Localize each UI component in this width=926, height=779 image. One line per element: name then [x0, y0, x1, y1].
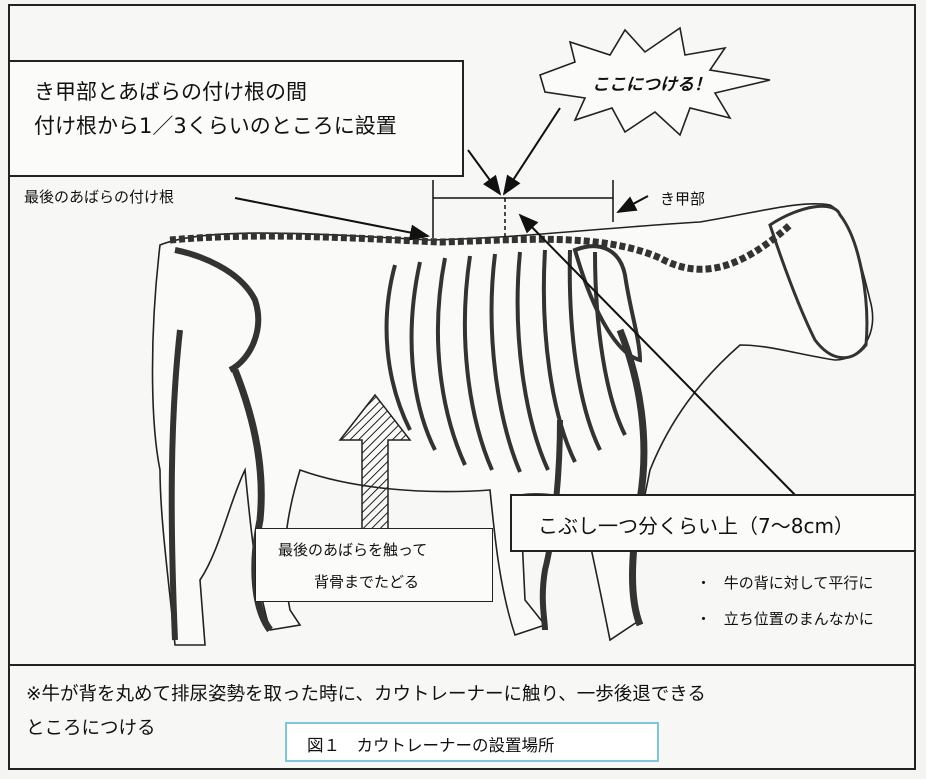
bullet-mark: ・ [696, 610, 711, 628]
instruction-line1: 最後のあばらを触って [278, 539, 427, 560]
label-withers: き甲部 [660, 188, 705, 209]
bullet-text: 牛の背に対して平行に [724, 574, 874, 592]
height-callout: こぶし一つ分くらい上（7～8cm） [510, 494, 916, 552]
figure-caption-box: 図１ カウトレーナーの設置場所 [285, 722, 659, 762]
placement-callout: き甲部とあばらの付け根の間 付け根から1／3くらいのところに設置 [8, 60, 464, 177]
instruction-line2: 背骨までたどる [314, 571, 419, 592]
arrow-last-rib-root [235, 198, 428, 236]
figure-caption: 図１ カウトレーナーの設置場所 [307, 732, 555, 756]
bullet-item: ・ 牛の背に対して平行に [696, 572, 873, 593]
note-line1: ※牛が背を丸めて排尿姿勢を取った時に、カウトレーナーに触り、一歩後退できる [26, 680, 706, 706]
arrow-burst-to-point [504, 108, 560, 194]
burst-label: ここにつける！ [592, 70, 711, 95]
note-line2: ところにつける [26, 714, 156, 740]
callout-line1: き甲部とあばらの付け根の間 [34, 76, 307, 106]
instruction-box: 最後のあばらを触って 背骨までたどる [255, 528, 493, 602]
callout-line2: 付け根から1／3くらいのところに設置 [34, 110, 397, 140]
height-text: こぶし一つ分くらい上（7～8cm） [538, 510, 854, 539]
bullet-item: ・ 立ち位置のまんなかに [696, 608, 874, 629]
bullet-mark: ・ [696, 574, 711, 592]
arrow-withers [618, 196, 648, 212]
arrow-callout-to-point [468, 150, 500, 194]
bullet-text: 立ち位置のまんなかに [724, 610, 874, 628]
label-last-rib-root: 最後のあばらの付け根 [24, 186, 174, 207]
